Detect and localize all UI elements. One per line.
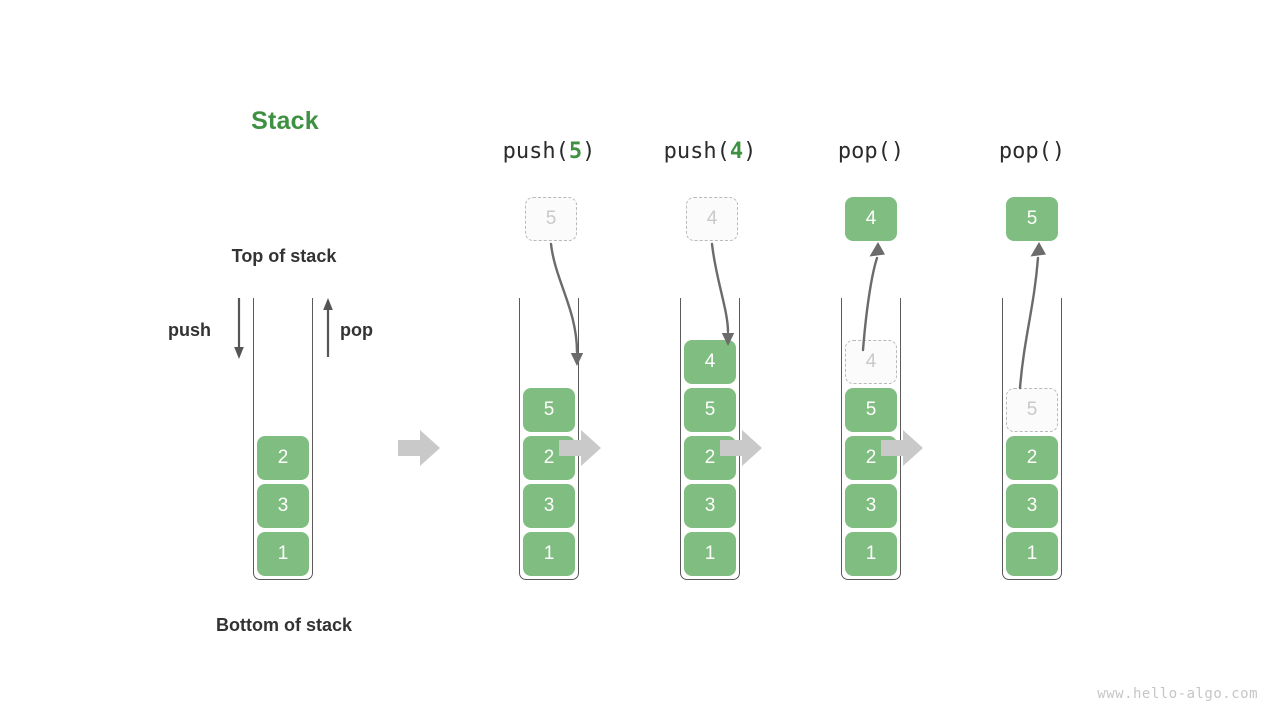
operation-paren-close: ) bbox=[890, 139, 905, 164]
operation-label-4: pop() bbox=[952, 139, 1112, 164]
stack-3-cell: 5 bbox=[845, 388, 897, 432]
operation-label-1: push(5) bbox=[469, 139, 629, 164]
flow-arrow-2 bbox=[710, 242, 735, 346]
operation-argument: 5 bbox=[568, 139, 583, 164]
floating-value-box-4: 5 bbox=[1006, 197, 1058, 241]
stack-3-cell: 1 bbox=[845, 532, 897, 576]
stack-1-cell: 5 bbox=[523, 388, 575, 432]
step-arrow-icon-3 bbox=[720, 430, 762, 466]
pop-label: pop bbox=[340, 320, 373, 340]
page-title: Stack bbox=[251, 107, 319, 135]
stack-4-cell: 1 bbox=[1006, 532, 1058, 576]
watermark: www.hello-algo.com bbox=[1097, 686, 1258, 702]
operation-name: push( bbox=[663, 139, 730, 164]
push-arrow-down-icon bbox=[234, 298, 244, 359]
stack-container-3 bbox=[841, 298, 901, 580]
stack-2-cell: 4 bbox=[684, 340, 736, 384]
stack-container-initial bbox=[253, 298, 313, 580]
floating-value-box-3: 4 bbox=[845, 197, 897, 241]
push-label: push bbox=[168, 320, 211, 340]
step-arrow-icon-1 bbox=[398, 430, 440, 466]
stack-4-cell: 5 bbox=[1006, 388, 1058, 432]
stack-3-cell: 3 bbox=[845, 484, 897, 528]
stack-container-2 bbox=[680, 298, 740, 580]
operation-paren-close: ) bbox=[1051, 139, 1066, 164]
bottom-of-stack-label: Bottom of stack bbox=[215, 615, 352, 635]
operation-paren-close: ) bbox=[582, 139, 596, 164]
step-arrow-icon-2 bbox=[559, 430, 601, 466]
operation-argument: 4 bbox=[729, 139, 744, 164]
initial-cell: 1 bbox=[257, 532, 309, 576]
push-pop-arrows-group bbox=[234, 298, 333, 359]
operation-name: pop( bbox=[837, 139, 891, 164]
initial-cell: 3 bbox=[257, 484, 309, 528]
stack-2-cell: 2 bbox=[684, 436, 736, 480]
pop-arrow-up-icon bbox=[323, 298, 333, 357]
operation-name: push( bbox=[502, 139, 569, 164]
floating-value-box-2: 4 bbox=[686, 197, 738, 241]
operation-name: pop( bbox=[998, 139, 1052, 164]
stack-2-cell: 1 bbox=[684, 532, 736, 576]
stack-3-cell: 4 bbox=[845, 340, 897, 384]
operation-paren-close: ) bbox=[743, 139, 757, 164]
step-arrow-icon-4 bbox=[881, 430, 923, 466]
flow-arrow-1 bbox=[549, 242, 584, 366]
stack-2-cell: 5 bbox=[684, 388, 736, 432]
operation-label-3: pop() bbox=[791, 139, 951, 164]
stack-2-cell: 3 bbox=[684, 484, 736, 528]
flow-arrow-3 bbox=[861, 242, 885, 352]
stack-4-cell: 3 bbox=[1006, 484, 1058, 528]
stack-1-cell: 3 bbox=[523, 484, 575, 528]
stack-container-1 bbox=[519, 298, 579, 580]
initial-cell: 2 bbox=[257, 436, 309, 480]
stack-container-4 bbox=[1002, 298, 1062, 580]
stack-4-cell: 2 bbox=[1006, 436, 1058, 480]
top-of-stack-label: Top of stack bbox=[231, 246, 337, 266]
operation-label-2: push(4) bbox=[630, 139, 790, 164]
stack-1-cell: 1 bbox=[523, 532, 575, 576]
flow-arrow-4 bbox=[1018, 242, 1046, 390]
floating-value-box-1: 5 bbox=[525, 197, 577, 241]
